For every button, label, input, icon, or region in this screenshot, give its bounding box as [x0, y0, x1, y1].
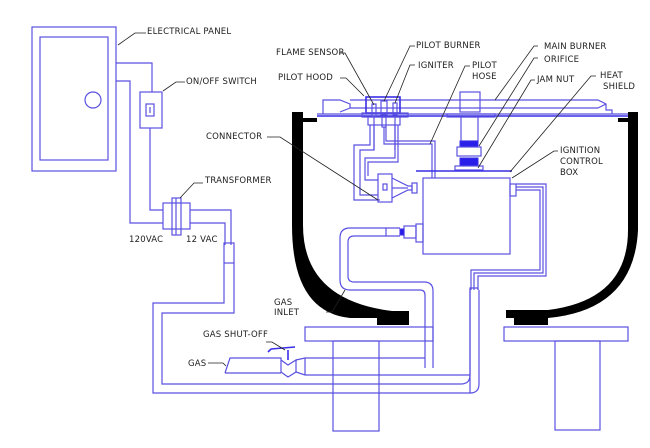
transformer [162, 197, 191, 236]
right-support [503, 326, 629, 431]
gas-supply-line [224, 357, 470, 378]
label-jam-nut: JAM NUT [536, 75, 575, 85]
label-flame-sensor: FLAME SENSOR [276, 48, 345, 58]
label-igniter: IGNITER [418, 61, 454, 71]
label-gas-shutoff: GAS SHUT-OFF [203, 330, 268, 340]
label-heat-shield-1: HEAT [600, 71, 624, 81]
label-main-burner: MAIN BURNER [544, 42, 607, 52]
label-gas-inlet-1: GAS [274, 298, 292, 308]
label-pilot-hose-2: HOSE [472, 72, 497, 82]
electrical-panel [31, 26, 117, 172]
label-control-2: CONTROL [560, 157, 603, 167]
ignition-control-box [422, 177, 517, 255]
leader-lines [117, 32, 596, 367]
label-on-off-switch: ON/OFF SWITCH [186, 77, 257, 87]
pilot-wiring [353, 125, 436, 201]
on-off-switch [139, 91, 163, 129]
label-pilot-hose-1: PILOT [472, 61, 498, 71]
connector [377, 173, 418, 203]
label-heat-shield-2: SHIELD [603, 82, 635, 92]
label-box-3: BOX [560, 168, 578, 178]
label-transformer: TRANSFORMER [204, 176, 272, 186]
label-pilot-burner: PILOT BURNER [416, 41, 481, 51]
labels: ELECTRICAL PANEL ON/OFF SWITCH TRANSFORM… [129, 27, 635, 369]
label-connector: CONNECTOR [206, 132, 262, 142]
label-electrical-panel: ELECTRICAL PANEL [147, 27, 231, 37]
power-wiring [116, 62, 232, 245]
gas-shutoff-valve[interactable] [267, 346, 296, 360]
panel-knob [84, 91, 102, 109]
label-orifice: ORIFICE [544, 55, 579, 65]
label-gas: GAS [188, 359, 206, 369]
label-120vac: 120VAC [129, 235, 163, 245]
kettle-wall [292, 112, 638, 325]
label-pilot-hood: PILOT HOOD [278, 73, 333, 83]
gas-inlet-line [339, 223, 434, 368]
label-12vac: 12 VAC [186, 235, 218, 245]
left-support [304, 326, 434, 432]
label-ignition-1: IGNITION [560, 146, 600, 156]
low-voltage-cable [152, 183, 547, 394]
orifice-assembly [446, 91, 496, 171]
label-gas-inlet-2: INLET [274, 308, 300, 318]
